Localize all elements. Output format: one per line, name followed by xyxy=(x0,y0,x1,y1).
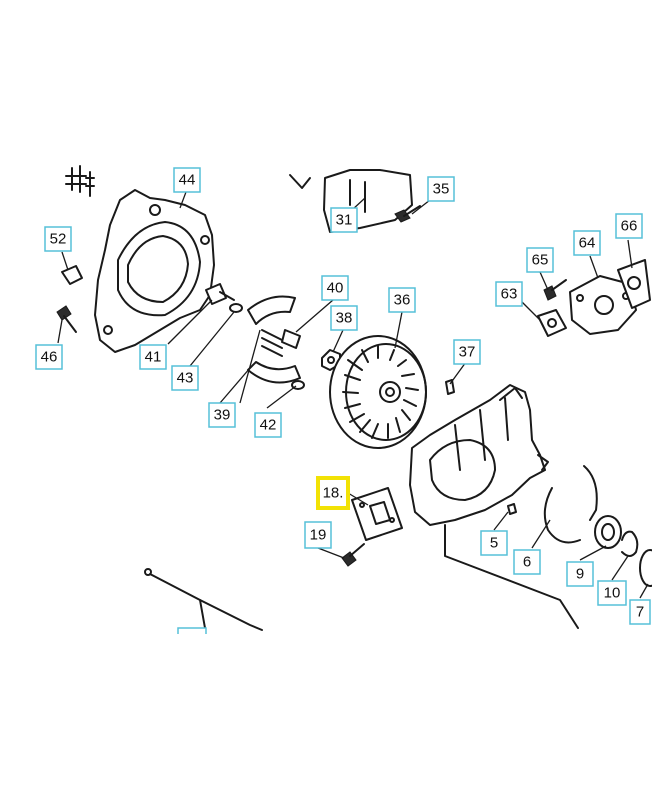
cylinder-head-part-64 xyxy=(569,275,637,335)
svg-text:65: 65 xyxy=(532,252,549,269)
washer-part-43 xyxy=(229,303,243,313)
svg-text:5: 5 xyxy=(490,535,498,552)
svg-text:9: 9 xyxy=(576,566,584,583)
rear-housing-part xyxy=(94,189,215,353)
callout-46[interactable]: 46 xyxy=(35,344,63,370)
callout-42[interactable]: 42 xyxy=(254,412,282,438)
screw-part-19 xyxy=(341,543,365,567)
callout-66[interactable]: 66 xyxy=(615,213,643,239)
svg-text:41: 41 xyxy=(145,349,162,366)
callout-labels: 44 31 35 52 46 41 43 40 xyxy=(35,167,651,625)
plate-part-18 xyxy=(351,487,403,541)
cable-part xyxy=(144,568,263,631)
callout-9[interactable]: 9 xyxy=(566,561,594,587)
callout-52[interactable]: 52 xyxy=(44,226,72,252)
svg-text:43: 43 xyxy=(177,370,194,387)
seal-part-7 xyxy=(639,549,652,587)
svg-text:63: 63 xyxy=(501,286,518,303)
callout-40[interactable]: 40 xyxy=(321,275,349,301)
svg-text:19: 19 xyxy=(310,527,327,544)
bolt-part-65 xyxy=(543,279,567,301)
callout-37[interactable]: 37 xyxy=(453,339,481,365)
callout-65[interactable]: 65 xyxy=(526,247,554,273)
dowel-pin xyxy=(507,503,517,515)
callout-36[interactable]: 36 xyxy=(388,287,416,313)
svg-text:31: 31 xyxy=(336,212,353,229)
callout-35[interactable]: 35 xyxy=(427,176,455,202)
callout-39[interactable]: 39 xyxy=(208,402,236,428)
clipped-callout-frame xyxy=(177,627,207,634)
svg-text:36: 36 xyxy=(394,292,411,309)
svg-text:46: 46 xyxy=(41,349,58,366)
flywheel-part-36 xyxy=(329,335,427,449)
callout-43[interactable]: 43 xyxy=(171,365,199,391)
svg-text:42: 42 xyxy=(260,417,277,434)
circlip-part-10 xyxy=(621,530,639,557)
svg-text:7: 7 xyxy=(636,604,644,621)
gasket-part-66 xyxy=(617,259,651,309)
callout-6[interactable]: 6 xyxy=(513,549,541,575)
callout-64[interactable]: 64 xyxy=(573,230,601,256)
callout-18[interactable]: 18. xyxy=(316,476,350,510)
svg-text:38: 38 xyxy=(336,310,353,327)
svg-text:66: 66 xyxy=(621,218,638,235)
bearing-part-9 xyxy=(594,515,622,549)
clip-part-52 xyxy=(61,265,83,285)
crankcase-part-5 xyxy=(409,384,579,629)
callout-31[interactable]: 31 xyxy=(330,207,358,233)
key-part-37 xyxy=(445,379,455,395)
callout-7[interactable]: 7 xyxy=(629,599,651,625)
svg-text:37: 37 xyxy=(459,344,476,361)
svg-text:52: 52 xyxy=(50,231,67,248)
svg-text:39: 39 xyxy=(214,407,231,424)
bolt-part-46 xyxy=(56,305,77,333)
screw-part-35 xyxy=(394,205,421,223)
pin-part-41 xyxy=(205,283,235,305)
callout-38[interactable]: 38 xyxy=(330,305,358,331)
svg-text:18.: 18. xyxy=(323,485,344,502)
callout-5[interactable]: 5 xyxy=(480,530,508,556)
gasket-part-6 xyxy=(543,465,598,544)
top-left-small-parts xyxy=(65,165,95,197)
callout-19[interactable]: 19 xyxy=(304,521,332,549)
callout-41[interactable]: 41 xyxy=(139,344,167,370)
svg-text:40: 40 xyxy=(327,280,344,297)
clutch-shoes-part xyxy=(247,295,305,390)
callout-10[interactable]: 10 xyxy=(597,580,627,606)
gasket-part-63 xyxy=(537,309,567,337)
callout-44[interactable]: 44 xyxy=(173,167,201,193)
leader-lines xyxy=(57,191,649,599)
svg-text:64: 64 xyxy=(579,235,596,252)
callout-63[interactable]: 63 xyxy=(495,281,523,307)
svg-text:6: 6 xyxy=(523,554,531,571)
svg-text:35: 35 xyxy=(433,181,450,198)
svg-text:10: 10 xyxy=(604,585,621,602)
svg-text:44: 44 xyxy=(179,172,196,189)
